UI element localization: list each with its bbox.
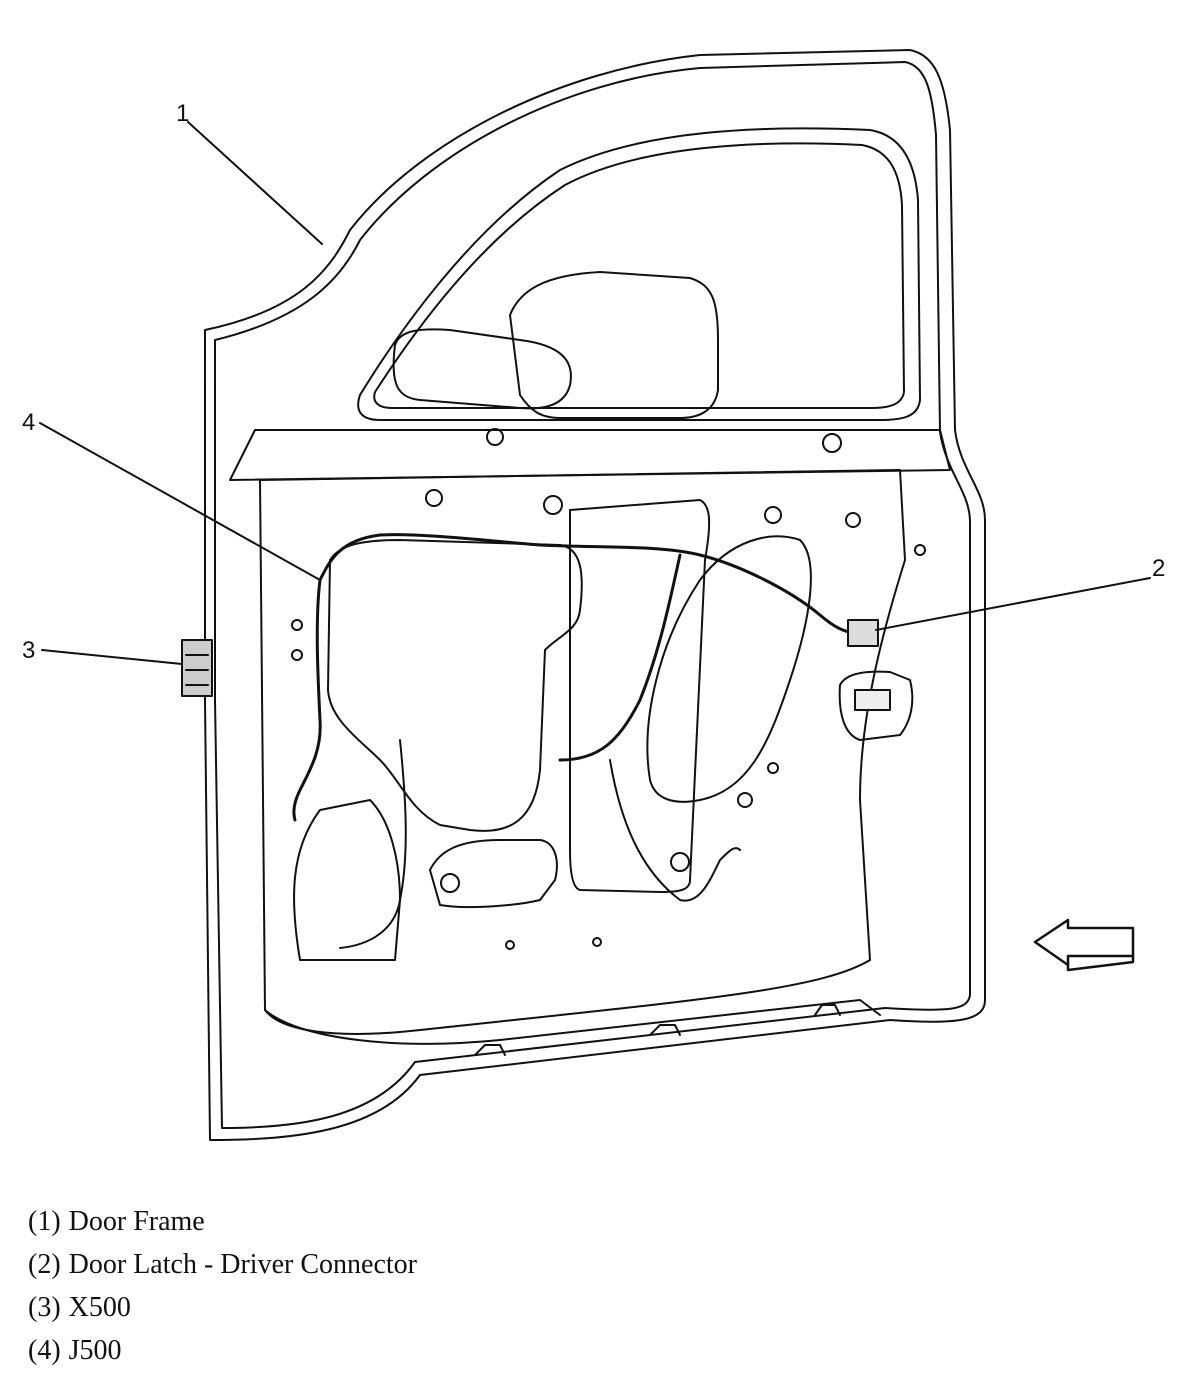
mounting-hole xyxy=(592,937,602,947)
legend-item: (2)Door Latch - Driver Connector xyxy=(28,1243,417,1286)
wiring-harness-branch-lower xyxy=(609,759,741,902)
legend-text: J500 xyxy=(68,1335,122,1366)
legend-text: Door Latch - Driver Connector xyxy=(68,1249,417,1280)
legend-number: (3) xyxy=(28,1292,61,1323)
wiring-harness-branch-down xyxy=(558,553,682,762)
access-hole-main xyxy=(327,539,583,832)
belt-line xyxy=(229,429,951,481)
callout-2-leader xyxy=(875,577,1151,631)
callout-4-label: 4 xyxy=(22,409,35,436)
mounting-hole xyxy=(291,649,303,661)
wiring-harness-branch-speaker xyxy=(339,739,407,949)
door-latch xyxy=(838,670,914,741)
door-frame-outline xyxy=(204,49,986,1141)
legend-text: Door Frame xyxy=(68,1206,205,1237)
access-hole-right xyxy=(646,535,812,803)
door-wiring-diagram: 1 2 3 4 xyxy=(22,49,1165,1141)
window-opening-inner xyxy=(373,142,905,409)
mounting-hole xyxy=(845,512,861,528)
legend-item: (3)X500 xyxy=(28,1286,417,1329)
callout-3-leader xyxy=(41,649,183,665)
mounting-hole xyxy=(670,852,690,872)
wiring-harness xyxy=(318,533,857,635)
legend-list: (1)Door Frame (2)Door Latch - Driver Con… xyxy=(28,1200,417,1372)
callout-3-label: 3 xyxy=(22,637,35,664)
mounting-hole xyxy=(440,873,460,893)
left-arrow-icon xyxy=(1033,918,1135,967)
latch-striker xyxy=(854,689,891,711)
drain-clip xyxy=(814,1004,841,1016)
callout-4-leader xyxy=(39,422,321,581)
upper-bolt-right xyxy=(822,433,842,453)
legend-number: (4) xyxy=(28,1335,61,1366)
legend-number: (2) xyxy=(28,1249,61,1280)
mounting-hole xyxy=(425,489,443,507)
mounting-hole xyxy=(543,495,563,515)
lower-reinforcement xyxy=(429,839,558,909)
drain-clip xyxy=(474,1044,506,1056)
left-arrow-shadow xyxy=(1066,954,1135,972)
mounting-hole xyxy=(737,792,753,808)
bottom-channel xyxy=(264,999,881,1045)
callout-2-label: 2 xyxy=(1152,555,1165,582)
window-opening xyxy=(357,127,921,421)
legend-item: (4)J500 xyxy=(28,1329,417,1372)
door-frame-inner-edge xyxy=(214,61,971,1129)
legend-number: (1) xyxy=(28,1206,61,1237)
mounting-hole xyxy=(914,544,926,556)
legend-item: (1)Door Frame xyxy=(28,1200,417,1243)
inner-panel-outline xyxy=(259,469,906,1035)
mirror-mount xyxy=(392,328,572,410)
window-regulator-bracket xyxy=(569,499,711,893)
side-mirror xyxy=(509,271,719,419)
door-latch-connector xyxy=(847,619,879,647)
mounting-hole xyxy=(764,506,782,524)
callout-1-leader xyxy=(187,121,323,245)
wiring-harness-branch-left xyxy=(292,578,322,822)
legend-text: X500 xyxy=(68,1292,131,1323)
callout-1-label: 1 xyxy=(176,100,189,127)
speaker-cutout xyxy=(293,799,401,961)
mounting-hole xyxy=(767,762,779,774)
mounting-hole xyxy=(291,619,303,631)
drain-clip xyxy=(649,1024,681,1036)
x500-connector xyxy=(181,639,213,697)
mounting-hole xyxy=(505,940,515,950)
upper-bolt-left xyxy=(486,428,504,446)
